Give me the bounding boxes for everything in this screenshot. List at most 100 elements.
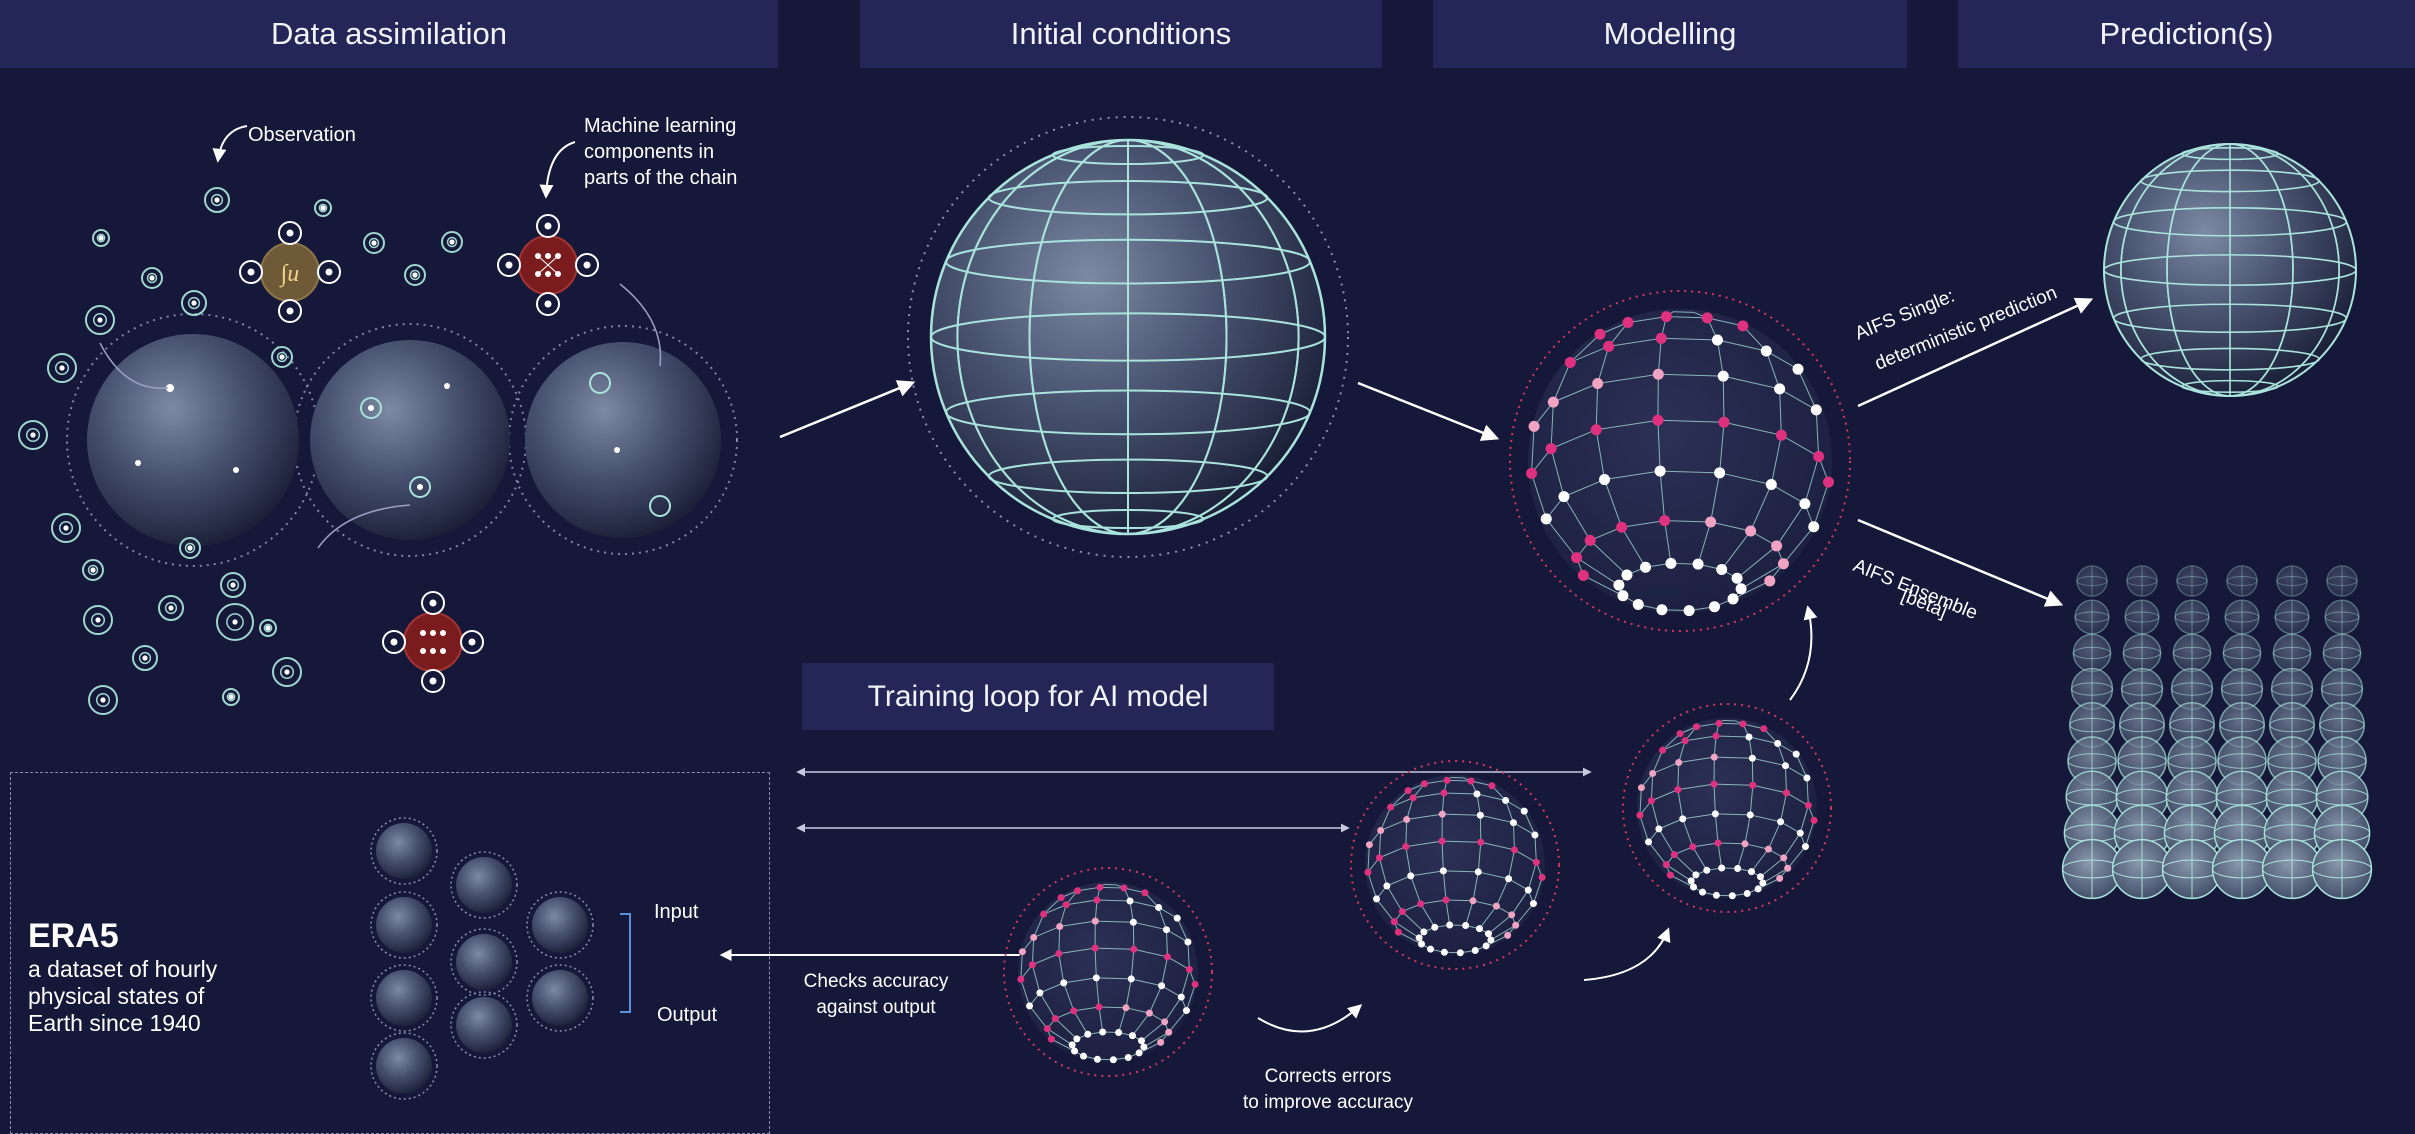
mesh-node bbox=[1740, 721, 1747, 728]
mesh-node bbox=[1776, 875, 1783, 882]
mesh-node bbox=[1693, 559, 1704, 570]
mesh-node bbox=[1469, 897, 1476, 904]
mesh-node bbox=[1364, 869, 1371, 876]
mesh-node bbox=[1690, 884, 1697, 891]
output-label: Output bbox=[657, 1004, 717, 1026]
mesh-node bbox=[1591, 424, 1602, 435]
mesh-node bbox=[1764, 575, 1775, 586]
mesh-node bbox=[1732, 573, 1743, 584]
mesh-node bbox=[1649, 770, 1656, 777]
integral-node: ∫u bbox=[240, 222, 340, 322]
arrow-to-initial bbox=[780, 383, 912, 437]
mesh-node bbox=[1711, 781, 1718, 788]
era5-thumbnail bbox=[376, 897, 432, 953]
mesh-node bbox=[1748, 868, 1755, 875]
mesh-node bbox=[1765, 846, 1772, 853]
mesh-node bbox=[1473, 790, 1480, 797]
mesh-node bbox=[1784, 865, 1791, 872]
mesh-node bbox=[1714, 467, 1725, 478]
mesh-node bbox=[1571, 552, 1582, 563]
era5-thumbnail bbox=[456, 857, 512, 913]
mesh-node bbox=[1488, 782, 1495, 789]
mesh-node bbox=[1558, 491, 1569, 502]
mesh-node bbox=[1192, 981, 1199, 988]
era5-thumbnail bbox=[456, 997, 512, 1053]
earth-globe-2 bbox=[310, 340, 510, 540]
mesh-node bbox=[1122, 1004, 1129, 1011]
mesh-node bbox=[1418, 941, 1425, 948]
mesh-node bbox=[1440, 867, 1447, 874]
mesh-node bbox=[1410, 794, 1417, 801]
mesh-node bbox=[1747, 811, 1754, 818]
era5-thumbnail bbox=[532, 970, 588, 1026]
mesh-node bbox=[1163, 926, 1170, 933]
mesh-node bbox=[1541, 513, 1552, 524]
observation-label: Observation bbox=[248, 124, 356, 146]
mesh-node bbox=[1689, 843, 1696, 850]
mesh-node bbox=[1373, 895, 1380, 902]
mesh-node bbox=[1427, 946, 1434, 953]
corrects-arrow-1 bbox=[1258, 1006, 1360, 1031]
mesh-node bbox=[1761, 345, 1772, 356]
mesh-node bbox=[1442, 897, 1449, 904]
mesh-node bbox=[1477, 839, 1484, 846]
mesh-node bbox=[1703, 867, 1710, 874]
mesh-node bbox=[1080, 1053, 1087, 1060]
mesh-node bbox=[1659, 747, 1666, 754]
mesh-node bbox=[1071, 1048, 1078, 1055]
mesh-node bbox=[1431, 924, 1438, 931]
mesh-node bbox=[1716, 564, 1727, 575]
era5-desc-2: physical states of bbox=[28, 983, 205, 1009]
mesh-node bbox=[1074, 887, 1081, 894]
mesh-node bbox=[1504, 932, 1511, 939]
mesh-node bbox=[1712, 733, 1719, 740]
mesh-node bbox=[1443, 777, 1450, 784]
mesh-node bbox=[1719, 417, 1730, 428]
mesh-node bbox=[1667, 872, 1674, 879]
mesh-node bbox=[1383, 882, 1390, 889]
era5-thumbnail bbox=[532, 897, 588, 953]
mesh-node bbox=[1477, 812, 1484, 819]
mesh-node bbox=[1440, 790, 1447, 797]
era5-thumbnail bbox=[456, 934, 512, 990]
mesh-node bbox=[1441, 949, 1448, 956]
mesh-node bbox=[1141, 889, 1148, 896]
mesh-node bbox=[1709, 601, 1720, 612]
mesh-node bbox=[1475, 868, 1482, 875]
mesh-node bbox=[1533, 859, 1540, 866]
mesh-node bbox=[1531, 832, 1538, 839]
mesh-node bbox=[1693, 723, 1700, 730]
mesh-node bbox=[1776, 430, 1787, 441]
mesh-node bbox=[1093, 974, 1100, 981]
mesh-node bbox=[1174, 915, 1181, 922]
mesh-node bbox=[1395, 929, 1402, 936]
mesh-node bbox=[1487, 936, 1494, 943]
mesh-node bbox=[1684, 605, 1695, 616]
mesh-node bbox=[1483, 942, 1490, 949]
mesh-node bbox=[1140, 1043, 1147, 1050]
ml-components-label-3: parts of the chain bbox=[584, 167, 737, 189]
mesh-node bbox=[1161, 1018, 1168, 1025]
mesh-node bbox=[1712, 334, 1723, 345]
mesh-node bbox=[1391, 918, 1398, 925]
mesh-node bbox=[1019, 948, 1026, 955]
mesh-node bbox=[1655, 825, 1662, 832]
mesh-node bbox=[1736, 583, 1747, 594]
mesh-node bbox=[1130, 919, 1137, 926]
mesh-node bbox=[1063, 901, 1070, 908]
mesh-node bbox=[1783, 789, 1790, 796]
mesh-node bbox=[1711, 754, 1718, 761]
mesh-node bbox=[1663, 861, 1670, 868]
mesh-node bbox=[1656, 333, 1667, 344]
mesh-node bbox=[1044, 1025, 1051, 1032]
mesh-node bbox=[1502, 797, 1509, 804]
mesh-node bbox=[1029, 961, 1036, 968]
corrects-arrow-2 bbox=[1584, 930, 1668, 980]
mesh-node bbox=[1638, 784, 1645, 791]
mesh-node bbox=[1036, 989, 1043, 996]
ml-component-node-top bbox=[498, 215, 598, 315]
mesh-node bbox=[1092, 945, 1099, 952]
arrow-to-ensemble bbox=[1858, 520, 2060, 604]
mesh-node bbox=[1128, 975, 1135, 982]
mesh-node bbox=[1439, 838, 1446, 845]
